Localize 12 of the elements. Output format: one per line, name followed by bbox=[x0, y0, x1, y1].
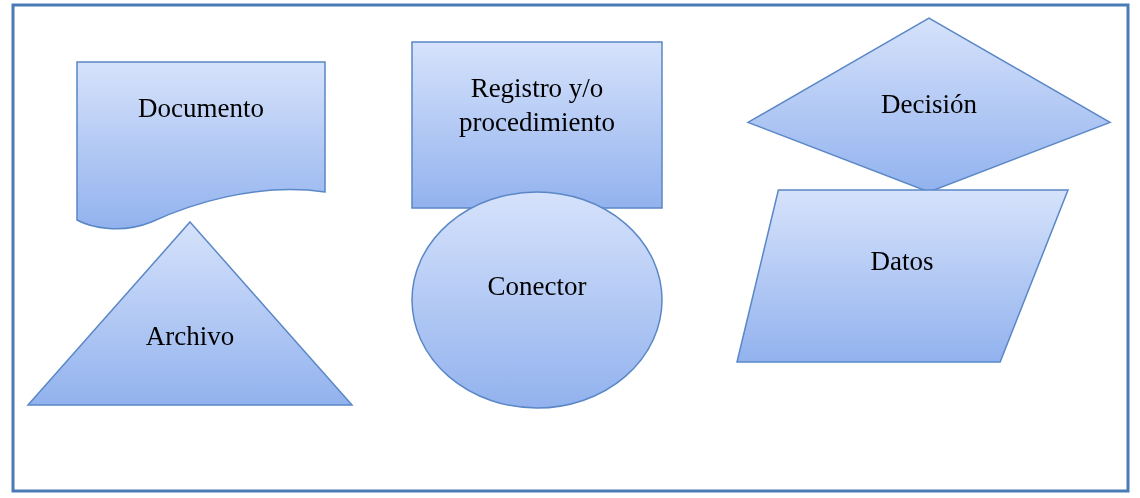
shape-label: Datos bbox=[869, 245, 935, 278]
process-box bbox=[412, 42, 662, 208]
connector-circle bbox=[412, 192, 662, 408]
shape-label: Conector bbox=[486, 270, 588, 303]
shape-label: Documento bbox=[137, 92, 265, 125]
shape-label: Decisión bbox=[880, 88, 978, 121]
document-shape bbox=[77, 62, 325, 230]
triangle-shape bbox=[28, 222, 352, 405]
shape-label: Registro y/o procedimiento bbox=[458, 72, 616, 139]
decision-diamond bbox=[748, 18, 1110, 192]
shape-label: Archivo bbox=[144, 320, 236, 353]
data-parallelogram bbox=[737, 190, 1068, 362]
